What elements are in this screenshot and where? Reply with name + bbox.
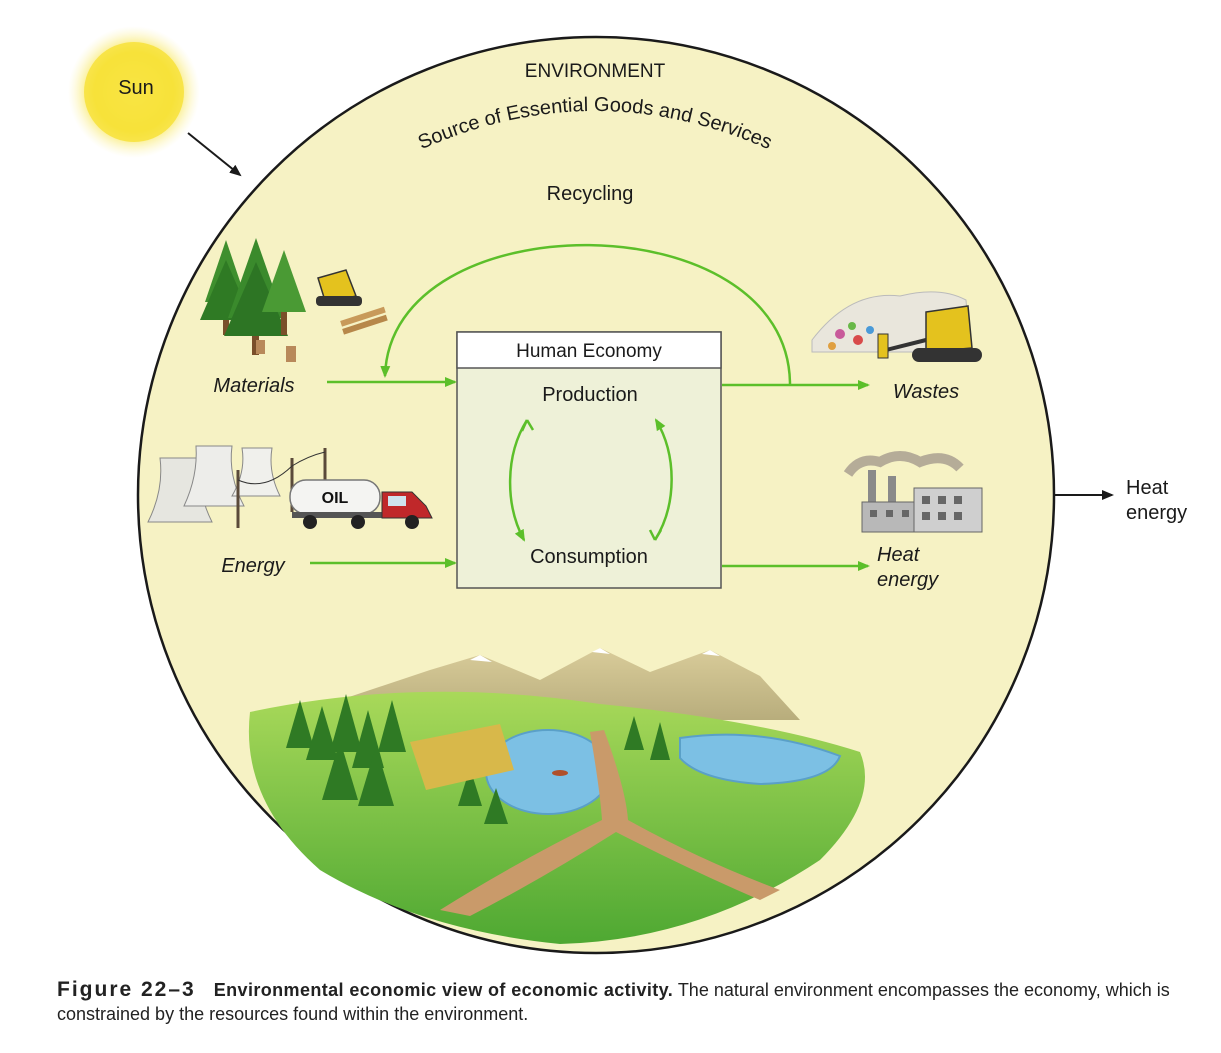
consumption-to-production-arrow	[653, 418, 673, 541]
sun-arrow	[187, 132, 242, 177]
forest-icon	[200, 238, 306, 362]
human-economy-title: Human Economy	[516, 341, 662, 362]
materials-label: Materials	[213, 375, 294, 397]
human-economy-box	[456, 331, 722, 589]
oil-label: OIL	[322, 490, 349, 507]
waste-bulldozer-icon	[877, 305, 982, 362]
heat-energy-inner-line2: energy	[877, 569, 939, 591]
bulldozer-icon	[316, 269, 388, 335]
sun-icon	[68, 26, 200, 158]
sun-label: Sun	[118, 77, 154, 99]
production-to-consumption-arrow	[508, 419, 529, 542]
wastes-label: Wastes	[893, 381, 959, 403]
production-label: Production	[542, 384, 638, 406]
heat-energy-outer-line2: energy	[1126, 502, 1187, 524]
recycling-arrow	[380, 243, 792, 386]
heat-energy-inner-line1: Heat	[877, 544, 921, 566]
environment-diagram: Sun ENVIRONMENT Source of Essential Good…	[68, 26, 1187, 955]
figure-caption: Figure 22–3 Environmental economic view o…	[57, 978, 1177, 1026]
heat-energy-outer-line1: Heat	[1126, 477, 1169, 499]
figure-label: Figure 22–3	[57, 978, 196, 1001]
environment-title: ENVIRONMENT	[525, 61, 666, 82]
figure-text: The natural environment encompasses the …	[57, 980, 1170, 1024]
consumption-start-head	[648, 529, 663, 541]
recycling-label: Recycling	[547, 183, 634, 205]
landscape-illustration	[248, 648, 865, 944]
energy-label: Energy	[221, 555, 285, 577]
figure-title: Environmental economic view of economic …	[213, 980, 674, 1000]
power-plant-icon	[147, 445, 327, 528]
consumption-label: Consumption	[530, 546, 648, 568]
factory-icon	[843, 451, 983, 533]
oil-truck-icon	[289, 479, 433, 529]
production-start-head	[520, 419, 535, 432]
